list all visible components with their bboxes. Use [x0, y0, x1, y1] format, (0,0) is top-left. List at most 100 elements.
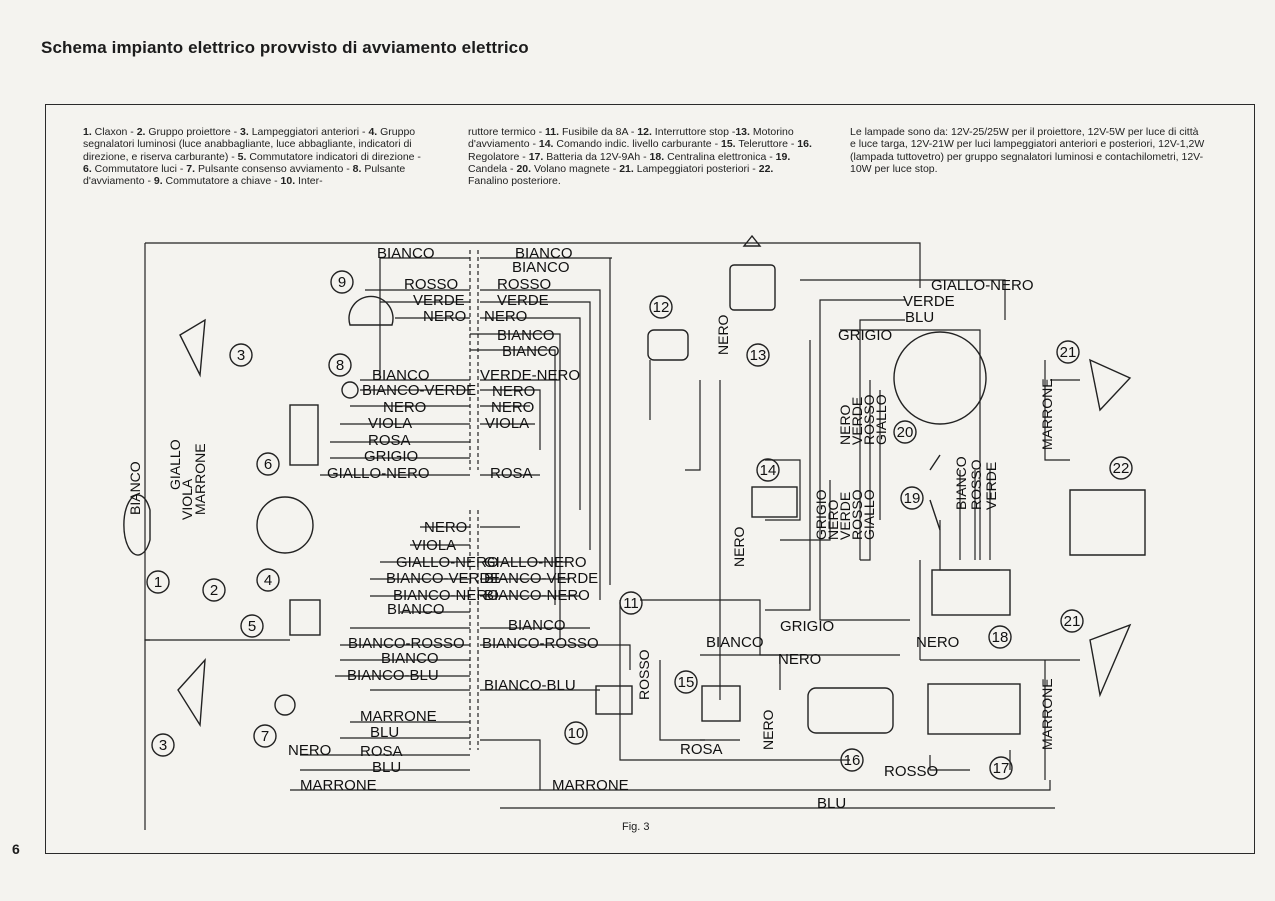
wire-label-vertical: BIANCO: [953, 456, 969, 510]
wire-label: BIANCO-NERO: [393, 587, 499, 604]
component-number: 16: [844, 752, 861, 769]
component-badge: [988, 625, 1012, 649]
wire: [819, 299, 910, 621]
key-switch-icon: [348, 295, 394, 326]
wire-label: ROSA: [368, 432, 411, 449]
component-number: 12: [653, 299, 670, 316]
wire-label: GIALLO-NERO: [327, 465, 430, 482]
legend-number: 16.: [797, 138, 812, 151]
component-badge: [229, 343, 253, 367]
component-number: 6: [264, 456, 272, 473]
legend-text: Commutatore luci -: [91, 162, 187, 175]
wire: [470, 780, 1051, 791]
component-badge: [900, 486, 924, 510]
component-number: 9: [338, 274, 346, 291]
wire-label: NERO: [424, 519, 467, 536]
indicator-switch-icon: [289, 599, 321, 636]
wire-label: BLU: [905, 309, 934, 326]
legend-number: 15.: [720, 138, 736, 151]
wire: [640, 599, 900, 656]
wire-label: BIANCO: [387, 601, 445, 618]
wire-label-vertical: GRIGIO: [813, 489, 829, 540]
stop-switch-icon: [647, 329, 689, 361]
component-number: 15: [678, 674, 695, 691]
wire: [145, 242, 921, 288]
wire-label: BIANCO-BLU: [484, 677, 576, 694]
legend-text: Lampeggiatori posteriori -: [633, 162, 759, 175]
legend-number: 14.: [538, 138, 554, 151]
legend-text: Commutatore indicatori di direzione -: [246, 150, 421, 163]
legend-text: Lampeggiatori anteriori -: [248, 126, 369, 138]
wire-label: BIANCO: [372, 367, 430, 384]
legend-number: 21.: [619, 162, 634, 175]
wire-label: BIANCO: [515, 245, 573, 262]
headlamp-group-icon: [256, 496, 314, 554]
wire-label: GRIGIO: [780, 618, 834, 635]
component-badge: [1056, 340, 1080, 364]
component-badge: [840, 748, 864, 772]
component-number: 5: [248, 618, 256, 635]
wire-label-vertical: VERDE: [837, 492, 853, 540]
wire-label: NERO: [383, 399, 426, 416]
regulator-icon: [807, 687, 894, 734]
figure-caption: Fig. 3: [622, 821, 650, 833]
component-badge: [256, 452, 280, 476]
wire-label: VIOLA: [368, 415, 412, 432]
legend-number: 22.: [758, 162, 774, 175]
control-unit-icon: [931, 569, 1011, 616]
legend-number: 10.: [280, 175, 296, 188]
wire: [1044, 360, 1070, 461]
legend-number: 5.: [237, 150, 247, 163]
component-number: 20: [897, 424, 914, 441]
wire: [859, 319, 905, 560]
legend-text: Inter-: [295, 175, 323, 188]
wire-label: ROSSO: [404, 276, 458, 293]
wire-label: BIANCO-VERDE: [386, 570, 500, 587]
legend-number: 4.: [368, 126, 378, 138]
component-badge: [619, 591, 643, 615]
legend-text: Gruppo segnalatori luminosi (luce anabba…: [83, 126, 416, 163]
legend-text: Motorino d'avviamento -: [468, 126, 794, 151]
wire: [659, 660, 705, 741]
consent-button-icon: [274, 694, 296, 716]
legend-column-3: Le lampade sono da: 12V-25/25W per il pr…: [850, 126, 1205, 175]
wire-label: BIANCO-ROSSO: [348, 635, 465, 652]
legend-number: 20.: [516, 162, 532, 175]
component-number: 11: [623, 595, 639, 612]
wire: [470, 333, 561, 640]
wire-label-vertical: NERO: [825, 499, 841, 540]
wire-label: BIANCO-VERDE: [362, 382, 476, 399]
wire-label: BLU: [372, 759, 401, 776]
wire-label: VIOLA: [412, 537, 456, 554]
component-badge: [564, 721, 588, 745]
wire-label: BIANCO-VERDE: [484, 570, 598, 587]
wire-label-vertical: NERO: [715, 314, 731, 355]
figure-frame: [45, 104, 1255, 854]
wire: [919, 560, 1050, 661]
relay-icon: [701, 685, 741, 722]
legend-text: Interruttore stop -: [651, 126, 736, 138]
legend-number: 3.: [240, 126, 249, 138]
wire-label-vertical: MARRONE: [192, 443, 208, 515]
wire: [800, 279, 1006, 320]
legend-number: 2.: [136, 126, 146, 138]
component-badge: [151, 733, 175, 757]
component-number: 1: [154, 574, 162, 591]
wire-label-vertical: VERDE: [849, 397, 865, 445]
component-number: 4: [264, 572, 272, 589]
component-number: 3: [237, 347, 245, 364]
component-number: 22: [1113, 460, 1130, 477]
flywheel-magneto-icon: [893, 331, 987, 425]
wire-label-vertical: ROSSO: [968, 459, 984, 510]
legend-text: Volano magnete -: [531, 162, 620, 175]
wire-label: BIANCO: [512, 259, 570, 276]
legend-column-1: 1. Claxon - 2. Gruppo proiettore - 3. La…: [83, 126, 428, 187]
legend-text: Gruppo proiettore -: [145, 126, 241, 138]
wire: [360, 389, 541, 450]
wire-label: NERO: [423, 308, 466, 325]
legend-text: Pulsante d'avviamento -: [83, 162, 406, 188]
wire-label: NERO: [491, 399, 534, 416]
legend-number: 1.: [83, 126, 92, 138]
wire: [939, 520, 1000, 571]
